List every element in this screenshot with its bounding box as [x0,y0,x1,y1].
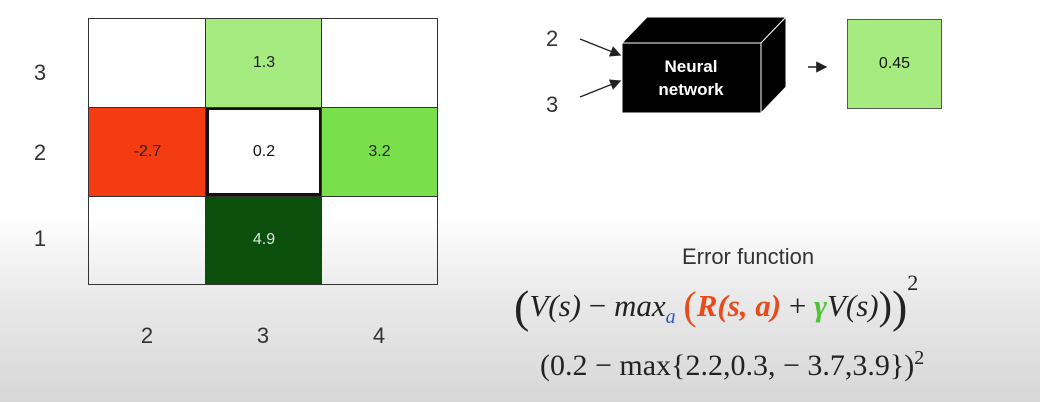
cube-front-face [621,42,762,114]
y-label-1: 1 [33,226,47,251]
error-formula: (V(s) − maxa (R(s, a) + γV(s)))2 [514,270,918,333]
neural-network-diagram: Neural network [579,15,828,115]
grid-line [321,19,322,284]
formula-minus: − [580,288,614,323]
formula-v-s-next: V(s) [826,288,879,323]
y-label-2: 2 [33,140,47,165]
cell-3-3: 1.3 [206,19,322,107]
nn-label-line1: Neural [665,57,718,76]
x-label-2: 2 [140,323,154,348]
error-function-title: Error function [682,244,815,269]
formula-reward: R(s, a) [696,288,782,323]
cell-4-2: 3.2 [322,107,437,196]
formula-close-paren: ) [891,281,908,332]
input-arrow-top [579,38,622,57]
cell-value: 3.2 [368,142,391,160]
cell-value: 1.3 [252,54,276,71]
formula-inner-close-paren: ) [878,283,892,328]
formula-gamma: γ [814,288,827,323]
numeric-expression: (0.2 − max{2.2,0.3, − 3.7,3.9}) [540,349,915,382]
cell-value: -2.7 [133,142,162,160]
cube-top-face [620,16,788,44]
formula-inner-open-paren: ( [683,283,697,328]
cell-2-2: -2.7 [89,107,206,196]
grid-line [89,107,437,108]
numeric-exponent: 2 [914,347,925,369]
formula-open-paren: ( [514,281,530,332]
y-label-3: 3 [33,60,47,85]
grid-world: 1.3 -2.7 0.2 3.2 4.9 [88,18,438,285]
formula-exponent: 2 [907,270,919,295]
grid-line [205,19,206,284]
cell-value: 4.9 [252,231,276,248]
input-arrow-bottom [579,79,622,98]
cell-3-2: 0.2 [206,107,322,196]
x-label-3: 3 [256,323,270,348]
nn-input-3: 3 [546,92,559,117]
error-numeric-formula: (0.2 − max{2.2,0.3, − 3.7,3.9})2 [540,347,924,383]
x-label-4: 4 [372,323,386,348]
formula-max-subscript: a [665,306,676,329]
formula-plus: + [781,288,815,323]
cell-value: 0.2 [252,142,276,160]
cell-3-1: 4.9 [206,196,322,284]
nn-input-2: 2 [546,26,559,51]
grid-line [89,196,437,197]
output-value: 0.45 [878,55,911,72]
output-box: 0.45 [847,19,942,109]
formula-max: max [613,288,666,323]
formula-v-s: V(s) [529,288,581,323]
nn-label-line2: network [658,80,724,99]
